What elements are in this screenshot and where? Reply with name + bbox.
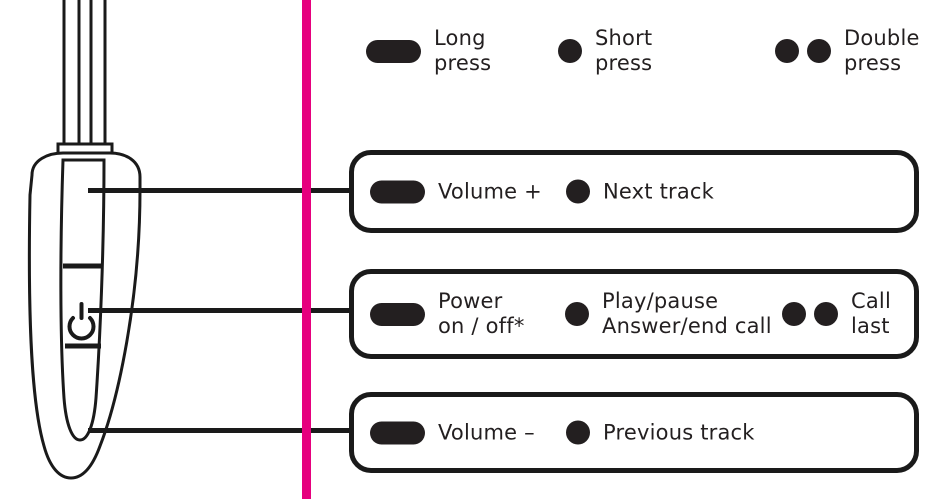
long-press-pill-icon	[370, 180, 425, 203]
short-press-dot-icon	[566, 420, 590, 445]
short-press-dot-icon	[558, 39, 582, 63]
long-press-pill-icon	[370, 302, 425, 326]
callout-row: Power on / off* Play/pause Answer/end ca…	[354, 274, 914, 354]
dot-second	[807, 39, 831, 63]
leader-line-volume-down	[88, 428, 352, 433]
callout-entry-previous-track: Previous track	[566, 420, 755, 445]
callout-entry-volume-up: Volume +	[370, 179, 542, 204]
legend-label: Long press	[434, 26, 492, 75]
double-press-dots-icon	[775, 39, 831, 63]
button-strip-outline	[59, 158, 106, 442]
callout-label: Volume +	[438, 179, 542, 203]
callout-label: Power on / off*	[438, 289, 525, 338]
inline-remote-illustration	[27, 0, 142, 480]
volume-down-callout: Volume – Previous track	[349, 392, 919, 473]
cable-left	[62, 0, 81, 146]
magenta-divider-line	[302, 0, 311, 499]
callout-row: Volume + Next track	[354, 155, 914, 228]
callout-entry-play-pause: Play/pause Answer/end call	[565, 289, 772, 339]
volume-up-callout: Volume + Next track	[349, 150, 919, 233]
short-press-dot-icon	[566, 179, 590, 204]
legend-label: Short press	[595, 26, 653, 75]
callout-label: Previous track	[603, 420, 755, 444]
cable-right	[89, 0, 107, 146]
double-press-dots-icon	[782, 302, 838, 326]
press-type-legend: Long press Short press Double press	[360, 22, 935, 84]
dot-first	[782, 302, 806, 326]
dot-first	[775, 39, 799, 63]
short-press-dot-icon	[565, 302, 589, 326]
callout-label: Next track	[603, 179, 715, 203]
dot-second	[814, 302, 838, 326]
power-play-callout: Power on / off* Play/pause Answer/end ca…	[349, 269, 919, 359]
callout-row: Volume – Previous track	[354, 397, 914, 468]
callout-label: Call last	[851, 289, 892, 338]
long-press-pill-icon	[366, 39, 421, 63]
callout-entry-next-track: Next track	[566, 179, 714, 204]
power-icon	[67, 302, 96, 341]
legend-item-short-press: Short press	[558, 26, 652, 76]
legend-label: Double press	[844, 26, 920, 75]
leader-line-power	[88, 308, 352, 313]
legend-item-long-press: Long press	[366, 26, 491, 76]
long-press-pill-icon	[370, 421, 425, 444]
leader-line-volume-up	[88, 188, 352, 193]
callout-entry-power: Power on / off*	[370, 289, 525, 339]
legend-item-double-press: Double press	[775, 26, 920, 76]
callout-entry-volume-down: Volume –	[370, 420, 535, 445]
callout-label: Volume –	[438, 420, 535, 444]
callout-entry-call-last: Call last	[782, 289, 891, 339]
callout-label: Play/pause Answer/end call	[602, 289, 772, 338]
